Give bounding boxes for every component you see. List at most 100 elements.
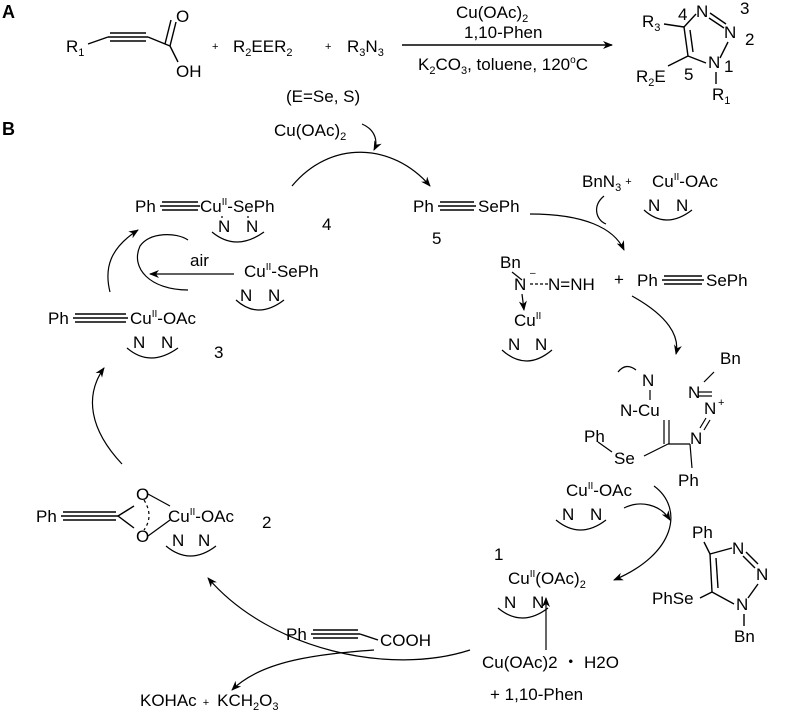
svg-text:R1: R1 [712, 85, 730, 107]
svg-text:SePh: SePh [478, 197, 520, 216]
svg-text:N: N [246, 217, 258, 236]
svg-text:CuII-OAc: CuII-OAc [566, 481, 633, 500]
svg-text:N: N [688, 383, 700, 402]
compound-1: 1 CuII(OAc)2 N N [494, 545, 586, 619]
triazole-product-b: Ph N N N PhSe Bn [652, 523, 768, 646]
panel-b-label: B [2, 119, 15, 139]
svg-text:Ph: Ph [135, 197, 156, 216]
plus-sign-3: + [614, 270, 624, 289]
svg-text:CuII: CuII [514, 311, 541, 330]
cu-oac-complex-mid: CuII-OAc N N [555, 481, 633, 531]
svg-text:R1: R1 [66, 37, 84, 59]
svg-text:R2E: R2E [636, 67, 666, 89]
arrow-3-to-4 [107, 229, 139, 293]
catalyst-label: Cu(OAc)2 [456, 3, 528, 25]
svg-text:N: N [172, 531, 184, 550]
compound-5-copy: Ph SePh [637, 271, 748, 290]
alkynoic-acid-structure: R1 O OH [66, 7, 202, 81]
svg-text:PhSe: PhSe [652, 589, 694, 608]
svg-text:N-Cu: N-Cu [620, 401, 660, 420]
svg-text:5: 5 [432, 229, 441, 248]
svg-text:Bn: Bn [720, 349, 741, 368]
benzyl-azide: BnN3+ [582, 172, 632, 194]
phenanthroline-addition: + 1,10-Phen [490, 685, 583, 704]
conditions-label: K2CO3, toluene, 120oC [418, 55, 588, 77]
svg-text:CuII-SePh: CuII-SePh [200, 197, 275, 216]
svg-text:N: N [724, 23, 736, 42]
svg-text:1: 1 [724, 57, 733, 76]
svg-text:N: N [732, 539, 744, 558]
svg-text:Ph: Ph [584, 427, 605, 446]
svg-text:CuII-OAc: CuII-OAc [130, 309, 197, 328]
azide-formula: R3N3 [347, 37, 384, 59]
svg-text:N: N [676, 196, 688, 215]
arrow-2-to-3 [91, 367, 123, 465]
svg-text:COOH: COOH [380, 631, 431, 650]
svg-text:N: N [696, 2, 708, 21]
svg-text:N: N [268, 286, 280, 305]
arrow-to-byproducts [231, 649, 375, 691]
svg-text:N: N [508, 335, 520, 354]
svg-text:4: 4 [678, 5, 687, 24]
hydroxyl-group: OH [176, 62, 202, 81]
svg-text:N: N [240, 286, 252, 305]
curl-3-to-4 [136, 234, 189, 291]
arrow-4-to-5 [291, 151, 431, 187]
svg-text:1: 1 [494, 545, 503, 564]
reagent-entry-arrow [361, 123, 382, 151]
arrow-to-intermediate [631, 295, 682, 355]
triazole-product-a: R3 4 N 3 N 2 N 1 5 R2E R1 [636, 0, 754, 107]
compound-3: Ph CuII-OAc N N 3 [48, 309, 223, 362]
cu-oac-complex-top: CuII-OAc N N [643, 172, 719, 221]
svg-text:N: N [642, 371, 654, 390]
ligand-label: 1,10-Phen [464, 23, 542, 42]
air-label: air [190, 251, 209, 270]
svg-text:Bn: Bn [734, 627, 755, 646]
svg-text:N: N [690, 429, 702, 448]
svg-text:CuII-OAc: CuII-OAc [652, 172, 719, 191]
svg-text:Ph: Ph [36, 507, 57, 526]
svg-text:N: N [535, 335, 547, 354]
cu-seph-complex: CuII-SePh N N [235, 262, 319, 311]
dichalcogenide-formula: R2EER2 [233, 37, 293, 59]
svg-text:R3: R3 [642, 12, 660, 34]
svg-text:2: 2 [262, 513, 271, 532]
vinyl-copper-intermediate: N N-Cu Bn N N + N Se Ph Ph [584, 349, 741, 490]
svg-text:N: N [704, 399, 716, 418]
svg-text:N: N [198, 531, 210, 550]
svg-text:5: 5 [684, 65, 693, 84]
arrow-5-to-triazene [529, 213, 625, 251]
phenylpropiolic-acid: Ph COOH [286, 625, 431, 650]
svg-text:SePh: SePh [706, 271, 748, 290]
svg-text:N=NH: N=NH [548, 275, 595, 294]
svg-text:Ph: Ph [637, 271, 658, 290]
compound-4: Ph CuII-SePh N N 4 [135, 197, 331, 243]
svg-text:N: N [756, 565, 768, 584]
carbonyl-oxygen: O [176, 7, 189, 26]
svg-text:+: + [718, 397, 724, 409]
byproducts: KOHAc+KCH2O3 [140, 691, 279, 712]
svg-text:Ph: Ph [692, 523, 713, 542]
svg-text:CuII-OAc: CuII-OAc [168, 507, 235, 526]
svg-text:3: 3 [740, 0, 749, 18]
svg-text:Ph: Ph [286, 625, 307, 644]
svg-text:N: N [504, 593, 516, 612]
triazene-copper-species: Bn N – N=NH CuII N N [500, 253, 595, 362]
azide-entry-arrow [596, 195, 607, 225]
svg-text:O: O [136, 485, 149, 504]
svg-text:N: N [648, 196, 660, 215]
svg-text:Se: Se [614, 449, 635, 468]
cu-acetate-hydrate: Cu(OAc)2 ・ H2O [482, 653, 619, 672]
svg-text:N: N [562, 505, 574, 524]
svg-text:O: O [136, 527, 149, 546]
svg-text:N: N [708, 53, 720, 72]
svg-text:N: N [161, 333, 173, 352]
svg-text:N: N [590, 505, 602, 524]
svg-text:CuII(OAc)2: CuII(OAc)2 [508, 569, 586, 591]
compound-2: Ph O O CuII-OAc N N 2 [36, 485, 271, 557]
arrow-to-triazole-product [623, 503, 671, 521]
svg-text:Bn: Bn [500, 253, 521, 272]
svg-text:CuII-SePh: CuII-SePh [244, 262, 319, 281]
svg-text:N: N [218, 217, 230, 236]
